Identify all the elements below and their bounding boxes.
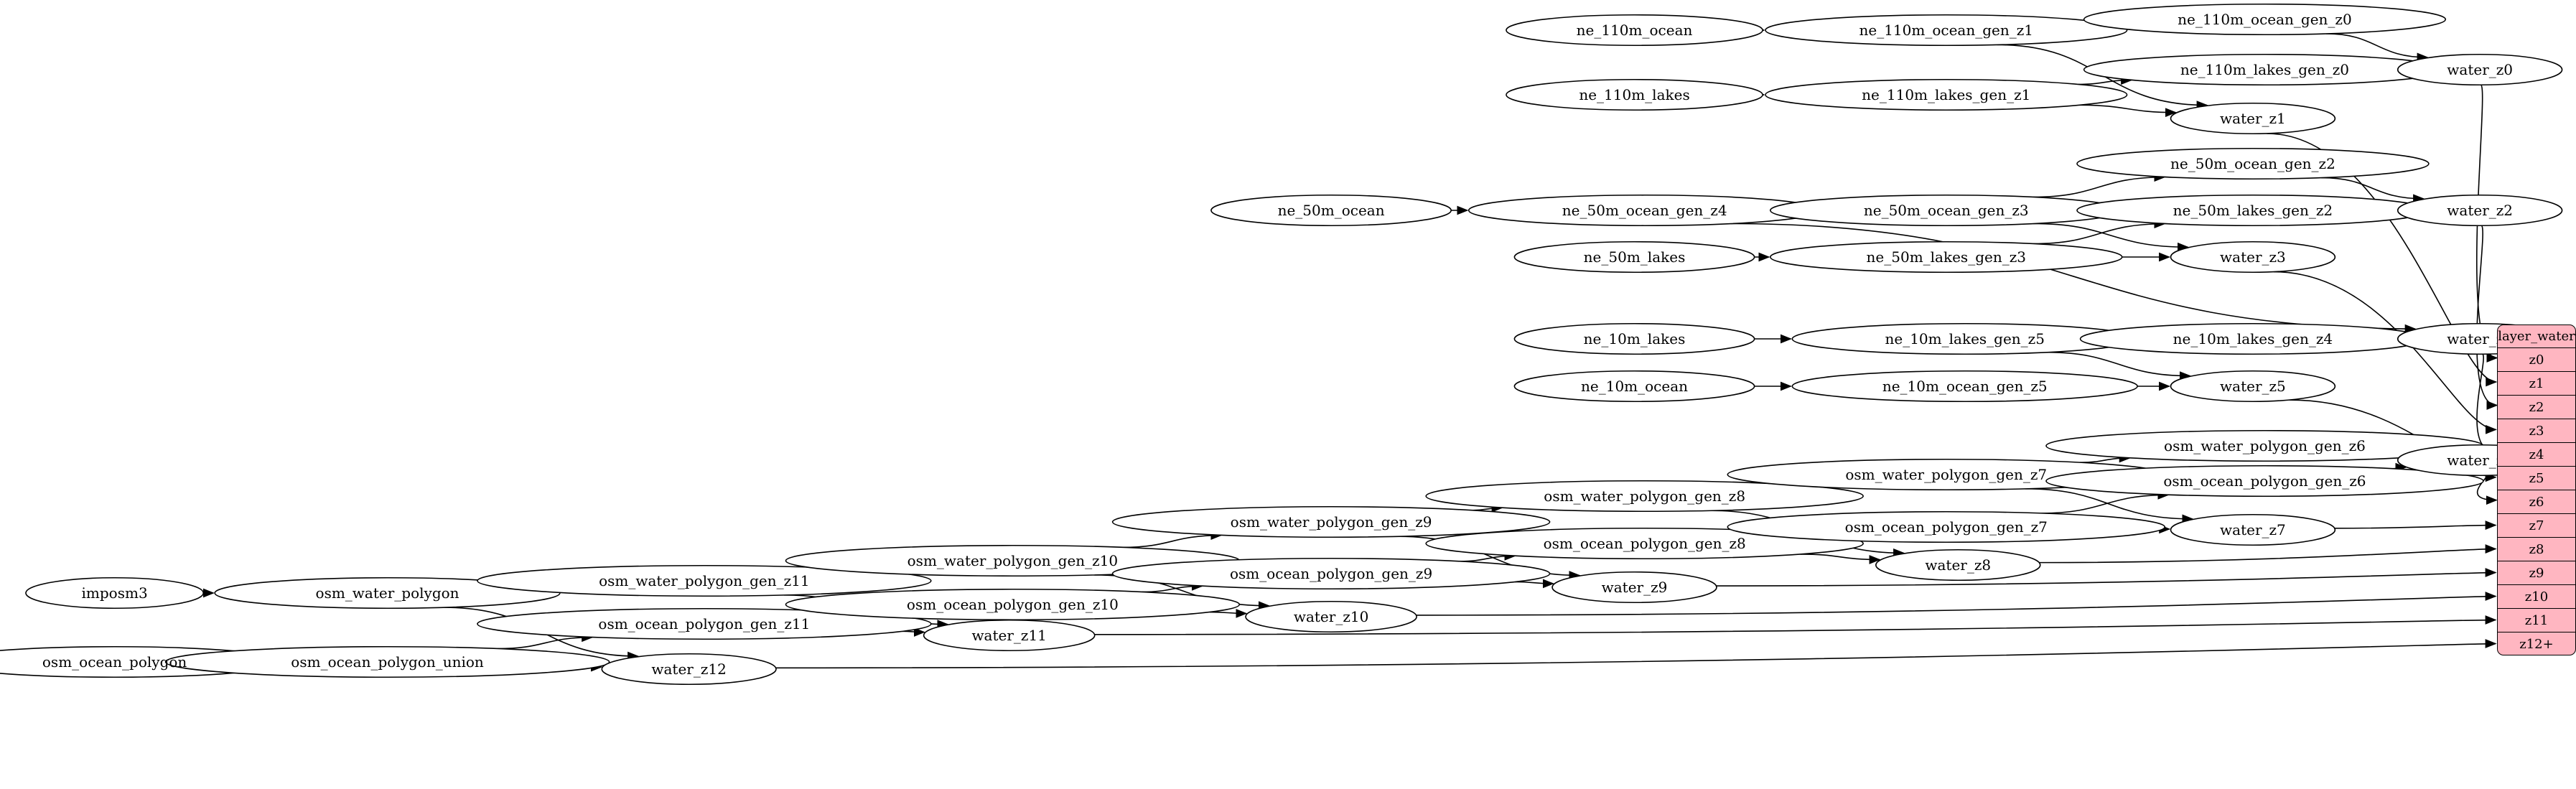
graph-edge-osm_water_polygon_gen_z10-to-osm_water_polygon_gen_z9 — [1122, 531, 1223, 548]
graph-node-osm_water_polygon_gen_z8[interactable] — [1425, 480, 1864, 513]
layer-water-row-z2[interactable]: z2 — [2498, 396, 2575, 419]
graph-node-water_z0[interactable] — [2397, 53, 2563, 86]
graph-node-ne_110m_ocean_gen_z1[interactable] — [1765, 14, 2128, 47]
graph-node-osm_water_polygon_gen_z9[interactable] — [1111, 505, 1551, 538]
layer-water-row-z10[interactable]: z10 — [2498, 585, 2575, 609]
graph-edge-ne_50m_ocean_gen_z4-to-water_z4 — [1730, 223, 2417, 334]
graph-node-water_z11[interactable] — [923, 619, 1096, 652]
graph-node-ne_10m_ocean[interactable] — [1513, 370, 1755, 403]
layer-water-row-z0[interactable]: z0 — [2498, 348, 2575, 372]
graph-node-ne_10m_lakes[interactable] — [1513, 322, 1755, 355]
graph-node-ne_110m_ocean_gen_z0[interactable] — [2083, 3, 2447, 36]
graph-node-osm_ocean_polygon_gen_z7[interactable] — [1727, 510, 2166, 543]
graph-node-ne_50m_ocean_gen_z4[interactable] — [1467, 194, 1821, 227]
layer-water-table-header: layer_water — [2498, 325, 2575, 348]
graph-edge-water_z2-to-layer_water_z2 — [2476, 225, 2498, 410]
node-group — [0, 3, 2563, 686]
layer-water-row-z5[interactable]: z5 — [2498, 467, 2575, 490]
graph-node-water_z9[interactable] — [1551, 571, 1717, 604]
layer-water-row-z12+[interactable]: z12+ — [2519, 637, 2554, 652]
graph-node-water_z3[interactable] — [2170, 241, 2336, 274]
graph-edge-osm_ocean_polygon_gen_z7-to-osm_ocean_polygon_gen_z6 — [2041, 490, 2170, 514]
graph-edge-water_z10-to-layer_water_z10 — [1416, 592, 2497, 616]
graph-node-water_z1[interactable] — [2170, 102, 2336, 135]
graph-node-ne_50m_ocean_gen_z2[interactable] — [2076, 147, 2430, 180]
graph-edge-water_z3-to-layer_water_z3 — [2273, 271, 2497, 434]
graph-node-water_z5[interactable] — [2170, 370, 2336, 403]
graph-edge-ne_110m_lakes_gen_z1-to-ne_110m_lakes_gen_z0 — [2078, 75, 2133, 85]
graph-node-water_z7[interactable] — [2170, 513, 2336, 546]
graph-edge-ne_110m_lakes_gen_z1-to-water_z1 — [2079, 104, 2177, 118]
graph-node-ne_10m_lakes_gen_z4[interactable] — [2079, 322, 2427, 355]
graph-node-osm_water_polygon_gen_z11[interactable] — [477, 564, 932, 597]
graph-node-osm_ocean_polygon_gen_z11[interactable] — [477, 607, 932, 640]
graph-node-osm_ocean_polygon_gen_z8[interactable] — [1425, 527, 1864, 560]
graph-edge-water_z11-to-layer_water_z11 — [1094, 615, 2497, 635]
graph-node-ne_110m_lakes_gen_z0[interactable] — [2083, 53, 2447, 86]
graph-node-water_z10[interactable] — [1245, 600, 1417, 633]
graph-edge-ne_50m_lakes_gen_z3-to-ne_50m_lakes_gen_z2 — [2033, 219, 2166, 245]
graph-edge-water_z12-to-layer_water_z12_ — [775, 639, 2497, 669]
layer-water-row-z7[interactable]: z7 — [2498, 514, 2575, 538]
graph-edge-ne_50m_ocean_gen_z2-to-water_z2 — [2321, 177, 2425, 204]
graph-node-osm_ocean_polygon_union[interactable] — [164, 645, 610, 678]
graph-edge-water_z9-to-layer_water_z9 — [1716, 568, 2497, 587]
graph-edge-osm_ocean_polygon_gen_z8-to-water_z8 — [1800, 554, 1881, 564]
graph-edge-water_z7-to-layer_water_z7 — [2334, 520, 2497, 530]
graph-node-ne_110m_lakes[interactable] — [1506, 78, 1763, 111]
graph-edge-water_z6-to-layer_water_z6 — [2477, 475, 2498, 505]
layer-water-row-z8[interactable]: z8 — [2498, 538, 2575, 561]
layer-water-row-z11[interactable]: z11 — [2498, 609, 2575, 632]
graph-node-osm_ocean_polygon_gen_z10[interactable] — [785, 588, 1241, 621]
graph-edge-osm_ocean_polygon_union-to-osm_ocean_polygon_gen_z11 — [498, 632, 594, 650]
graph-node-water_z2[interactable] — [2397, 194, 2563, 227]
layer-water-row-z6[interactable]: z6 — [2498, 490, 2575, 514]
graph-edge-ne_110m_ocean_gen_z0-to-water_z0 — [2325, 33, 2429, 62]
layer-water-row-z3[interactable]: z3 — [2498, 419, 2575, 443]
graph-node-ne_50m_lakes[interactable] — [1513, 241, 1755, 274]
graph-node-osm_ocean_polygon_gen_z9[interactable] — [1111, 557, 1551, 590]
layer-water-row-z1[interactable]: z1 — [2498, 372, 2575, 396]
graph-node-imposm3[interactable] — [25, 576, 205, 610]
graph-node-ne_50m_ocean_gen_z3[interactable] — [1770, 194, 2123, 227]
graph-edge-osm_water_polygon_gen_z7-to-water_z7 — [2025, 488, 2194, 524]
graph-node-ne_110m_lakes_gen_z1[interactable] — [1765, 78, 2128, 111]
graph-node-ne_50m_ocean[interactable] — [1210, 194, 1452, 227]
graph-node-water_z8[interactable] — [1875, 548, 2041, 582]
graph-node-ne_10m_ocean_gen_z5[interactable] — [1791, 370, 2138, 403]
graph-edge-water_z8-to-layer_water_z8 — [2039, 544, 2497, 564]
graph-edge-ne_10m_lakes_gen_z5-to-water_z5 — [2046, 351, 2191, 381]
graph-node-osm_ocean_polygon_gen_z6[interactable] — [2045, 464, 2484, 498]
graph-node-ne_50m_lakes_gen_z3[interactable] — [1770, 241, 2123, 274]
layer-water-row-z4[interactable]: z4 — [2498, 443, 2575, 467]
graph-node-ne_50m_lakes_gen_z2[interactable] — [2076, 194, 2430, 227]
graph-edge-ne_50m_ocean_gen_z3-to-ne_50m_ocean_gen_z2 — [2033, 172, 2166, 198]
layer-water-row-z9[interactable]: z9 — [2498, 561, 2575, 585]
graph-node-ne_110m_ocean[interactable] — [1506, 14, 1763, 47]
graph-node-water_z12[interactable] — [601, 653, 777, 686]
graph-edge-ne_50m_ocean_gen_z3-to-water_z3 — [2033, 223, 2190, 252]
